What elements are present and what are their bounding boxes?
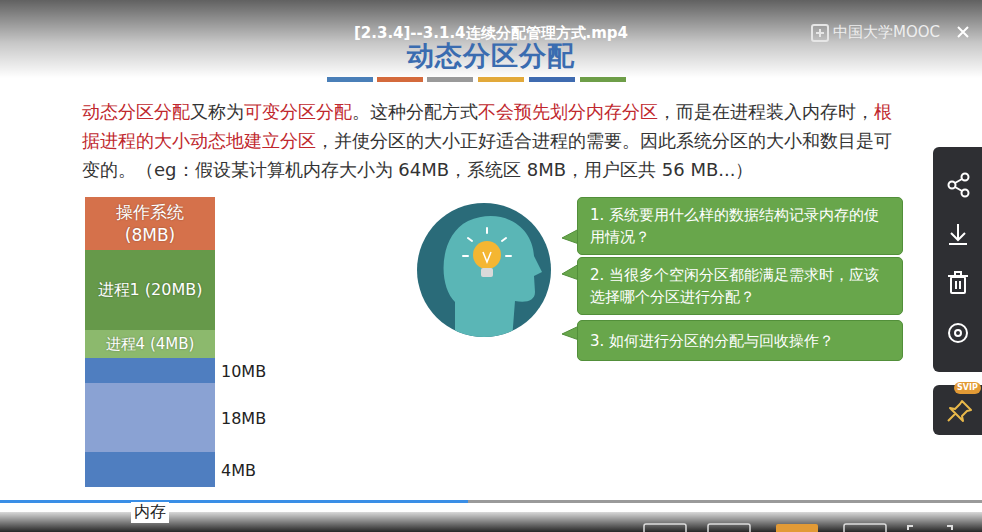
idea-illustration (417, 203, 551, 340)
control-button (644, 524, 686, 532)
share-dot (949, 182, 956, 189)
logo-icon (812, 25, 828, 41)
view-dot (955, 330, 961, 336)
os-block: 操作系统 (8MB) (85, 197, 215, 250)
title-bar (529, 77, 575, 82)
free-block: 18MB (85, 383, 215, 452)
top-shade (0, 0, 982, 78)
highlight-text: 动态分区分配 (82, 101, 190, 122)
size-label: 4MB (221, 460, 256, 479)
process-block: 进程4 (4MB) (85, 330, 215, 358)
trash-lid (948, 272, 968, 276)
view-icon (949, 324, 967, 342)
logo-square (812, 25, 828, 41)
size-label: 18MB (221, 408, 266, 427)
logo-text: 中国大学MOOC (833, 23, 940, 42)
share-lines (955, 179, 962, 191)
share-dot (962, 174, 969, 181)
body-text: ，而是在进程装入内存时， (658, 101, 874, 122)
free-block: 4MB (85, 452, 215, 487)
block-label: 进程4 (4MB) (106, 334, 195, 354)
title-bar (427, 77, 473, 82)
control-button (708, 524, 750, 532)
progress-played (0, 500, 468, 503)
fullscreen-icon (908, 526, 952, 530)
paragraph: 动态分区分配又称为可变分区分配。这种分配方式不会预先划分内存分区，而是在进程装入… (82, 97, 894, 184)
close-icon (958, 27, 968, 37)
download-icon (949, 224, 967, 244)
question-text: 1. 系统要用什么样的数据结构记录内存的使用情况？ (590, 204, 890, 248)
process-block: 进程1 (20MB) (85, 250, 215, 330)
question-bubble: 1. 系统要用什么样的数据结构记录内存的使用情况？ (577, 197, 903, 255)
title-bar (478, 77, 524, 82)
logo-mark (816, 29, 824, 37)
delete-icon (948, 272, 968, 293)
control-button (844, 524, 886, 532)
share-dot (962, 190, 969, 197)
title-bar (327, 77, 373, 82)
trash-lines (956, 281, 960, 289)
column-caption: 内存 (131, 502, 169, 523)
title-bar (377, 77, 423, 82)
player-controls (0, 500, 982, 532)
question-bubble: 2. 当很多个空闲分区都能满足需求时，应该选择哪个分区进行分配？ (577, 257, 903, 315)
body-text: 又称为 (190, 101, 244, 122)
head-silhouette (444, 216, 542, 340)
highlight-text: 可变分区分配 (244, 101, 352, 122)
title-bar (580, 77, 626, 82)
bulb-base (481, 268, 493, 277)
highlight-text: 不会预先划分内存分区 (478, 101, 658, 122)
slide-title: 动态分区分配 (0, 38, 982, 74)
pin-icon (948, 401, 971, 421)
view-ring (949, 324, 967, 342)
bulb-filament (483, 252, 491, 262)
free-block: 10MB (85, 358, 215, 383)
bulb (473, 241, 501, 269)
body-text: 。这种分配方式 (352, 101, 478, 122)
control-button (776, 524, 818, 532)
block-label: 操作系统 (8MB) (110, 201, 190, 247)
title-bars (327, 77, 626, 82)
memory-column: 操作系统 (8MB) 进程1 (20MB) 进程4 (4MB) 10MB18MB4MB… (85, 197, 215, 487)
block-label: 进程1 (20MB) (98, 279, 203, 301)
question-text: 3. 如何进行分区的分配与回收操作？ (590, 330, 834, 352)
toolbar-panel (933, 147, 982, 372)
svip-badge: SVIP (954, 382, 981, 394)
question-text: 2. 当很多个空闲分区都能满足需求时，应该选择哪个分区进行分配？ (590, 264, 890, 308)
share-icon (949, 174, 969, 197)
side-toolbar (933, 147, 982, 435)
trash-body (951, 277, 965, 293)
question-bubble: 3. 如何进行分区的分配与回收操作？ (577, 320, 903, 361)
video-filename: [2.3.4]--3.1.4连续分配管理方式.mp4 (241, 24, 741, 43)
size-label: 10MB (221, 361, 266, 380)
